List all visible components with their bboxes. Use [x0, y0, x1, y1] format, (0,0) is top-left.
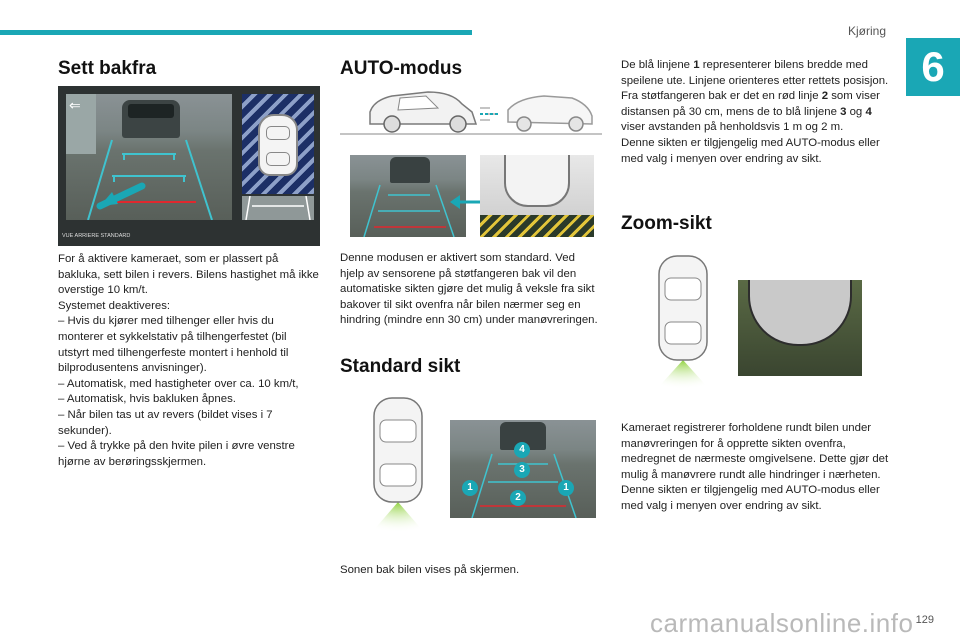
paragraph: For å aktivere kameraet, som er plassert… — [58, 253, 319, 297]
zoom-view-text: Kameraet registrerer forholdene rundt bi… — [621, 421, 891, 515]
auto-mode-text: Denne modusen er aktivert som standard. … — [340, 252, 598, 327]
paragraph: Denne sikten er tilgjengelig med AUTO-mo… — [621, 484, 880, 512]
section-name: Kjøring — [847, 24, 886, 38]
paragraph: De blå linjene 1 representerer bilens br… — [621, 59, 889, 87]
rear-view-text: For å aktivere kameraet, som er plassert… — [58, 252, 320, 470]
marker-3: 3 — [514, 462, 530, 478]
auto-camera-view — [350, 155, 466, 237]
list-item: – Automatisk, med hastigheter over ca. 1… — [58, 377, 299, 390]
paragraph: Kameraet registrerer forholdene rundt bi… — [621, 422, 889, 481]
watermark: carmanualsonline.info — [650, 608, 914, 638]
top-view-car-icon — [258, 114, 298, 176]
list-item: – Automatisk, hvis bakluken åpnes. — [58, 393, 236, 406]
page-number: 129 — [915, 614, 934, 626]
paragraph: Denne sikten er tilgjengelig med AUTO-mo… — [621, 136, 880, 165]
rear-camera-view: ⇐ — [66, 94, 232, 220]
marker-4: 4 — [514, 442, 530, 458]
zoom-camera-view — [738, 280, 862, 376]
back-arrow-icon[interactable]: ⇐ — [69, 97, 81, 113]
list-item: – Hvis du kjører med tilhenger eller hvi… — [58, 315, 289, 375]
marker-2: 2 — [510, 490, 526, 506]
section-title-auto-mode: AUTO-modus — [340, 58, 463, 79]
section-title-rear-view: Sett bakfra — [58, 58, 157, 79]
guide-lines-text: De blå linjene 1 representerer bilens br… — [621, 58, 891, 167]
chapter-tab: 6 — [906, 38, 960, 96]
section-title-standard-view: Standard sikt — [340, 356, 461, 377]
header-accent-bar — [0, 30, 472, 35]
list-item: – Ved å trykke på den hvite pilen i øvre… — [58, 440, 295, 468]
auto-top-view — [480, 155, 594, 237]
screen-caption: VUE ARRIERE STANDARD — [62, 233, 131, 239]
guide-lines — [87, 139, 213, 220]
marker-1-right: 1 — [558, 480, 574, 496]
list-item: – Når bilen tas ut av revers (bildet vis… — [58, 408, 273, 437]
standard-camera-view: 4 3 1 1 2 — [450, 420, 596, 518]
section-title-zoom-view: Zoom-sikt — [621, 213, 712, 234]
paragraph: Systemet deaktiveres: — [58, 299, 171, 312]
standard-view-car-illustration — [360, 397, 436, 546]
rear-camera-screen: ⇐ VUE ARRIERE STANDARD — [58, 86, 320, 246]
standard-view-text: Sonen bak bilen vises på skjermen. — [340, 564, 520, 576]
zoom-view-car-illustration — [645, 255, 721, 402]
car-side-illustration — [340, 91, 602, 135]
top-view-zone — [242, 94, 314, 194]
marker-1-left: 1 — [462, 480, 478, 496]
paragraph: Fra støtfangeren bak er det en rød linje… — [621, 90, 880, 134]
